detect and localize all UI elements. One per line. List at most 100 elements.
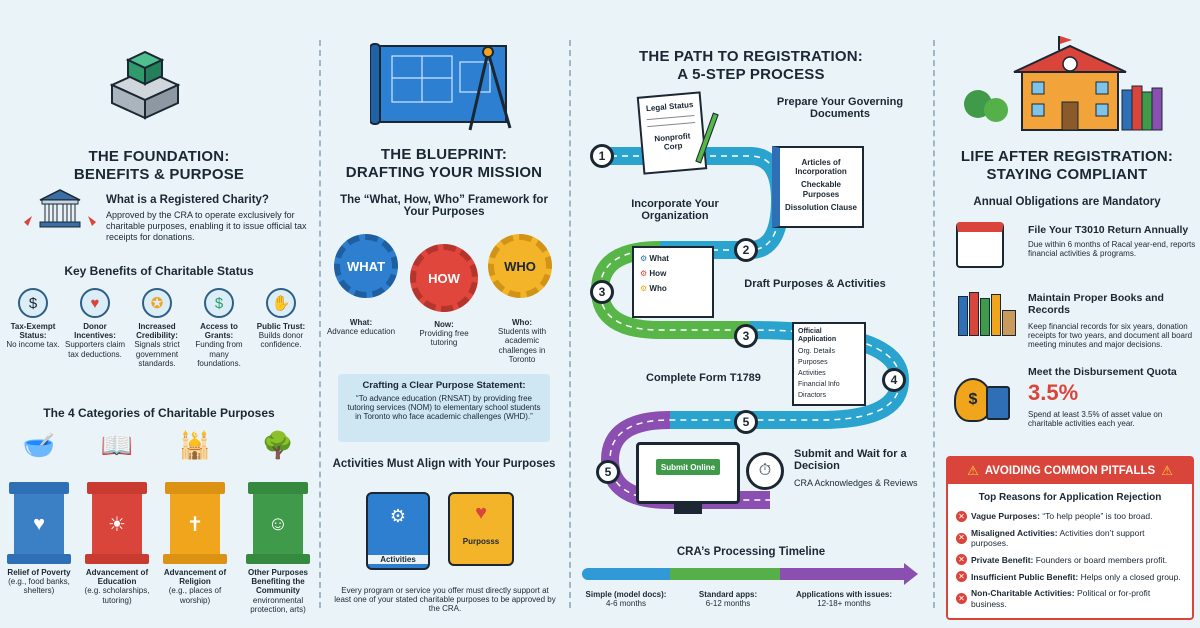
who-gear: WHO — [488, 234, 552, 298]
heart-icon: ♥ — [475, 502, 487, 524]
framework-title: The “What, How, Who” Framework for Your … — [340, 194, 548, 218]
heart-hand-icon: ♥ — [80, 288, 110, 318]
pitfall-item: ✕Vague Purposes: “To help people” is too… — [956, 511, 1184, 522]
tree-icon: 🌳 — [261, 430, 295, 460]
x-icon: ✕ — [956, 593, 967, 605]
pitfall-item: ✕Non-Charitable Activities: Political or… — [956, 588, 1184, 609]
community-icon: ☺ — [253, 494, 303, 554]
category-other-purposes: 🌳 ☺ Other Purposes Benefiting the Commun… — [240, 430, 316, 614]
category-advancement-of-education: 📖 ☀ Advancement of Education (e.g. schol… — [84, 430, 150, 605]
compliance-title-line1: LIFE AFTER REGISTRATION: — [960, 148, 1174, 165]
step-number: 3 — [734, 324, 758, 348]
step-number: 2 — [734, 238, 758, 262]
how-gear: HOW — [410, 244, 478, 312]
disbursement-quota-title: Meet the Disbursement Quota — [1028, 366, 1177, 378]
pitfalls-header: ⚠ AVOIDING COMMON PITFALLS ⚠ — [948, 458, 1192, 484]
step-submit-label: Submit and Wait for a Decision — [794, 448, 907, 472]
column-divider — [319, 40, 321, 608]
coin-hand-icon: $ — [18, 288, 48, 318]
timeline-standard: Standard apps:6-12 months — [698, 590, 758, 609]
annual-obligations-title: Annual Obligations are Mandatory — [973, 196, 1161, 208]
rejection-title: Top Reasons for Application Rejection — [978, 492, 1162, 503]
book-icon: 📖 — [100, 430, 134, 460]
step-complete-label: Complete Form T1789 — [646, 372, 761, 384]
timeline-simple: Simple (model docs):4-6 months — [585, 590, 667, 609]
align-desc: Every program or service you offer must … — [334, 586, 556, 614]
blueprint-title-line2: DRAFTING YOUR MISSION — [345, 164, 543, 181]
purpose-statement-box: Crafting a Clear Purpose Statement: “To … — [338, 374, 550, 442]
file-t3010-desc: Due within 6 months of Racal year-end, r… — [1028, 240, 1196, 259]
hands-heart-icon: ♥ — [14, 494, 64, 554]
benefit-grants: $ Access to Grants: Funding from many fo… — [188, 288, 250, 368]
timeline-bar-issues — [780, 568, 904, 580]
pitfall-item: ✕Misaligned Activities: Activities don’t… — [956, 528, 1184, 548]
submit-online-button[interactable]: Submit Online — [656, 459, 720, 475]
step-number: 5 — [596, 460, 620, 484]
x-icon: ✕ — [956, 532, 967, 544]
how-caption: Now:Providing free tutoring — [419, 320, 469, 348]
official-application-form: Official Application Org. Details Purpos… — [792, 322, 866, 406]
benefit-public-trust: ✋ Public Trust: Builds donor confidence. — [250, 288, 312, 350]
place-of-worship-icon: 🕌 — [178, 430, 212, 460]
align-title: Activities Must Align with Your Purposes — [332, 458, 556, 470]
binders-icon — [958, 292, 1016, 336]
what-is-charity-desc: Approved by the CRA to operate exclusive… — [106, 210, 307, 242]
step-incorporate-label: Incorporate Your Organization — [631, 198, 719, 222]
who-caption: Who:Students with academic challenges in… — [497, 318, 547, 364]
bowl-hand-icon: 🥣 — [22, 430, 56, 460]
step-number: 4 — [882, 368, 906, 392]
lightbulb-icon: ☀ — [92, 494, 142, 554]
funding-icon: $ — [204, 288, 234, 318]
purpose-statement-text: “To advance education (RNSAT) by providi… — [347, 394, 541, 422]
foundation-title-line1: THE FOUNDATION: — [88, 148, 230, 165]
file-t3010-title: File Your T3010 Return Annually — [1028, 224, 1189, 236]
step-submit-sublabel: CRA Acknowledges & Reviews — [794, 478, 918, 488]
step-number: 3 — [590, 280, 614, 304]
stopwatch-icon: ⏱ — [746, 452, 784, 490]
benefits-title: Key Benefits of Charitable Status — [64, 264, 254, 278]
draft-notepad: ⚙ What ⚙ How ⚙ Who — [632, 246, 714, 318]
column-divider — [569, 40, 571, 608]
cube-icon — [109, 50, 181, 120]
activities-puzzle-piece: ⚙ Activities — [366, 492, 430, 570]
step-prepare-label: Prepare Your Governing Documents — [776, 96, 904, 120]
what-gear: WHAT — [334, 234, 398, 298]
warning-icon: ⚠ — [1161, 463, 1173, 478]
step-draft-label: Draft Purposes & Activities — [744, 278, 886, 290]
timeline-issues: Applications with issues:12-18+ months — [795, 590, 892, 609]
bank-icon — [24, 189, 96, 228]
timeline-bar-simple — [582, 568, 670, 580]
timeline-title: CRA’s Processing Timeline — [676, 546, 826, 558]
purposes-puzzle-piece: ♥ Purposss — [448, 492, 514, 566]
governing-documents-book: Articles of Incorporation Checkable Purp… — [772, 146, 864, 228]
disbursement-quota-desc: Spend at least 3.5% of asset value on ch… — [1028, 410, 1163, 429]
benefit-credibility: ✪ Increased Credibility: Signals strict … — [126, 288, 188, 368]
blueprint-icon — [370, 43, 512, 131]
x-icon: ✕ — [956, 511, 967, 522]
foundation-title-line2: BENEFITS & PURPOSE — [73, 166, 245, 183]
column-divider — [933, 40, 935, 608]
x-icon: ✕ — [956, 554, 967, 566]
path-title-line1: THE PATH TO REGISTRATION: — [639, 48, 863, 65]
purpose-statement-title: Crafting a Clear Purpose Statement: — [362, 380, 526, 391]
benefit-tax-exempt: $ Tax-Exempt Status: No income tax. — [2, 288, 64, 350]
pitfall-item: ✕Private Benefit: Founders or board memb… — [956, 554, 1184, 566]
categories-title: The 4 Categories of Charitable Purposes — [43, 406, 275, 420]
x-icon: ✕ — [956, 571, 967, 583]
category-advancement-of-religion: 🕌 ✝ Advancement of Religion (e.g., place… — [163, 430, 227, 605]
handshake-icon: ✋ — [266, 288, 296, 318]
cross-icon: ✝ — [170, 494, 220, 554]
compliance-title-line2: STAYING COMPLIANT — [986, 166, 1148, 183]
path-title-line2: A 5-STEP PROCESS — [677, 66, 825, 83]
monitor-stand — [674, 504, 702, 514]
step-number: 1 — [590, 144, 614, 168]
what-caption: What:Advance education — [326, 318, 396, 337]
path-column: THE PATH TO REGISTRATION: A 5-STEP PROCE… — [570, 0, 932, 628]
books-records-title: Maintain Proper Books and Records — [1028, 292, 1164, 316]
compliance-column: LIFE AFTER REGISTRATION: STAYING COMPLIA… — [934, 0, 1200, 628]
what-is-charity-title: What is a Registered Charity? — [106, 194, 269, 206]
timeline-arrow-icon — [904, 563, 918, 585]
step-number: 5 — [734, 410, 758, 434]
benefit-donor-incentives: ♥ Donor Incentives: Supporters claim tax… — [64, 288, 126, 359]
books-records-desc: Keep financial records for six years, do… — [1028, 322, 1193, 350]
